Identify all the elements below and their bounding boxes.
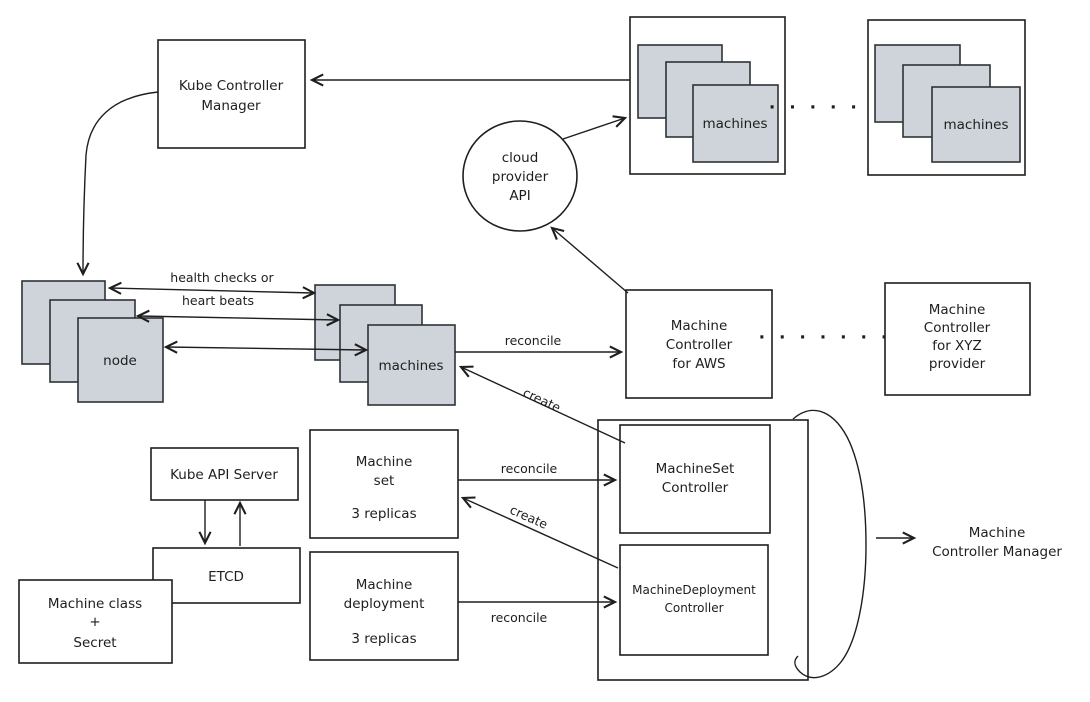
arrow-node-machines-2 <box>135 309 341 327</box>
machine-deployment-box: Machine deployment 3 replicas <box>309 551 459 661</box>
machine-square <box>367 324 456 406</box>
machinedeployment-controller-box: MachineDeployment Controller <box>619 544 769 656</box>
cloud-provider-api-label-1: cloud <box>502 150 539 166</box>
machine-class-label-1: Machine class <box>48 596 142 612</box>
create-label-machines: create <box>521 385 564 415</box>
group-brace <box>792 409 867 679</box>
machine-set-box: Machine set 3 replicas <box>309 429 459 539</box>
arrow-aws-to-cloudapi <box>550 226 629 294</box>
machines-container-1: machines <box>629 16 786 175</box>
arrow-node-machines-1 <box>107 281 317 300</box>
kube-controller-manager-label-2: Manager <box>201 98 261 114</box>
machineset-controller-label-2: Controller <box>662 480 729 496</box>
machine-deployment-label-1: Machine <box>356 577 413 593</box>
cloud-provider-api-circle: cloud provider API <box>462 120 578 232</box>
machine-set-label-2: set <box>374 473 395 489</box>
machine-controller-manager-label-1: Machine <box>969 525 1026 541</box>
arrow-kcm-to-node <box>76 91 159 277</box>
machine-controller-xyz-label-4: provider <box>929 356 986 372</box>
machines-container-2: machines <box>867 19 1026 176</box>
arrow-node-machines-3 <box>163 340 369 357</box>
machines-label: machines <box>943 117 1008 133</box>
machine-class-label-3: Secret <box>73 635 116 651</box>
machine-controller-xyz-label-2: Controller <box>924 320 991 336</box>
ellipsis-mid: · · · · · · · <box>759 328 892 348</box>
etcd-box: ETCD <box>152 547 301 604</box>
machine-deployment-label-2: deployment <box>344 596 425 612</box>
machinedeployment-controller-label-1: MachineDeployment <box>632 583 756 597</box>
machine-controller-xyz-box: Machine Controller for XYZ provider <box>884 282 1031 396</box>
health-checks-label-1: health checks or <box>170 270 274 285</box>
controller-manager-group-box: MachineSet Controller MachineDeployment … <box>597 419 809 681</box>
machine-controller-xyz-label-1: Machine <box>929 302 986 318</box>
ellipsis-top: · · · · · · <box>769 98 881 118</box>
kube-api-server-box: Kube API Server <box>150 447 299 501</box>
kube-api-server-label: Kube API Server <box>170 467 278 483</box>
machineset-controller-label-1: MachineSet <box>656 461 735 477</box>
etcd-label: ETCD <box>208 569 244 585</box>
reconcile-label-machineset: reconcile <box>501 461 558 476</box>
machine-controller-aws-label-2: Controller <box>666 337 733 353</box>
arrow-create-machineset <box>460 496 619 569</box>
machineset-controller-box: MachineSet Controller <box>619 424 771 534</box>
cloud-provider-api-label-2: provider <box>492 169 549 185</box>
machines-label: machines <box>378 358 443 374</box>
machine-deployment-replicas: 3 replicas <box>351 631 416 647</box>
node-square <box>77 317 164 403</box>
cloud-provider-api-label-3: API <box>509 188 530 204</box>
machine-controller-manager-label: Machine Controller Manager <box>932 525 1062 560</box>
machines-stack-mid: machines <box>314 284 456 406</box>
machine-controller-aws-label-3: for AWS <box>672 356 725 372</box>
health-checks-label-2: heart beats <box>182 293 254 308</box>
machine-controller-aws-label-1: Machine <box>671 318 728 334</box>
arrow-create-machines <box>458 365 626 444</box>
machine-square <box>692 84 779 163</box>
machines-label: machines <box>702 116 767 132</box>
machine-class-label-2: + <box>89 614 100 630</box>
machine-controller-aws-box: Machine Controller for AWS <box>625 289 773 399</box>
reconcile-label-machines: reconcile <box>505 333 562 348</box>
machine-controller-xyz-label-3: for XYZ <box>932 338 982 354</box>
machine-controller-manager-label-2: Controller Manager <box>932 544 1062 560</box>
machine-square <box>931 86 1021 163</box>
kube-controller-manager-box: Kube Controller Manager <box>157 39 306 149</box>
node-label: node <box>103 353 137 369</box>
reconcile-label-machinedeployment: reconcile <box>491 610 548 625</box>
machine-set-label-1: Machine <box>356 454 413 470</box>
node-stack: node <box>21 280 164 403</box>
machine-class-secret-box: Machine class + Secret <box>18 579 173 664</box>
machine-set-replicas: 3 replicas <box>351 506 416 522</box>
arrow-cloudapi-to-machines <box>562 115 628 140</box>
kube-controller-manager-label-1: Kube Controller <box>179 78 284 94</box>
machinedeployment-controller-label-2: Controller <box>664 601 723 615</box>
